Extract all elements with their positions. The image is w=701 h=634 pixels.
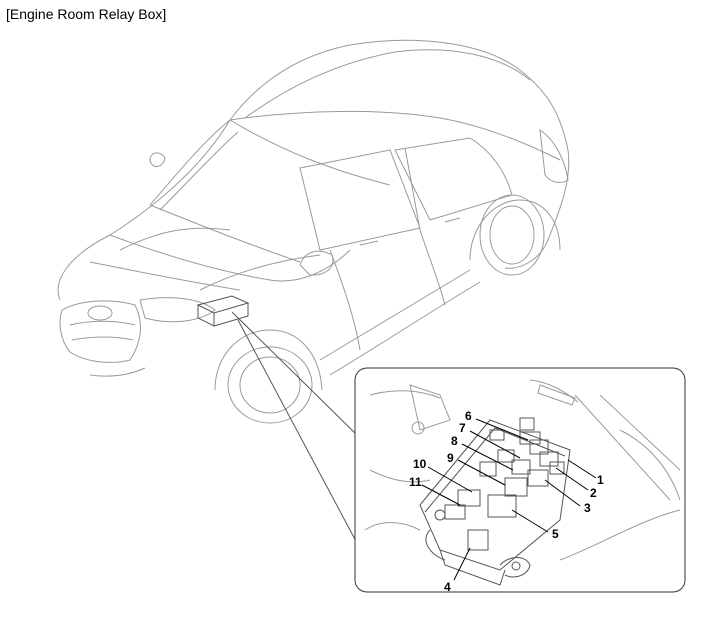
callout-7: 7 [459,421,466,435]
relay-box-detail [364,379,681,586]
callout-9: 9 [447,451,454,465]
callout-leaders [421,418,597,581]
callout-1: 1 [597,473,604,487]
callout-10: 10 [413,457,427,471]
connector-line-lower [237,319,359,546]
callout-labels: 1 2 3 4 5 6 7 8 9 10 11 [409,409,604,594]
callout-8: 8 [451,434,458,448]
callout-3: 3 [584,501,591,515]
callout-2: 2 [590,486,597,500]
relay-box-location [196,295,250,327]
callout-4: 4 [444,580,451,594]
diagram-title: [Engine Room Relay Box] [6,6,167,22]
connector-line-upper [231,311,359,437]
callout-5: 5 [552,527,559,541]
callout-6: 6 [465,409,472,423]
callout-11: 11 [409,475,422,489]
detail-inset-frame [354,367,686,593]
car-illustration [57,39,570,424]
